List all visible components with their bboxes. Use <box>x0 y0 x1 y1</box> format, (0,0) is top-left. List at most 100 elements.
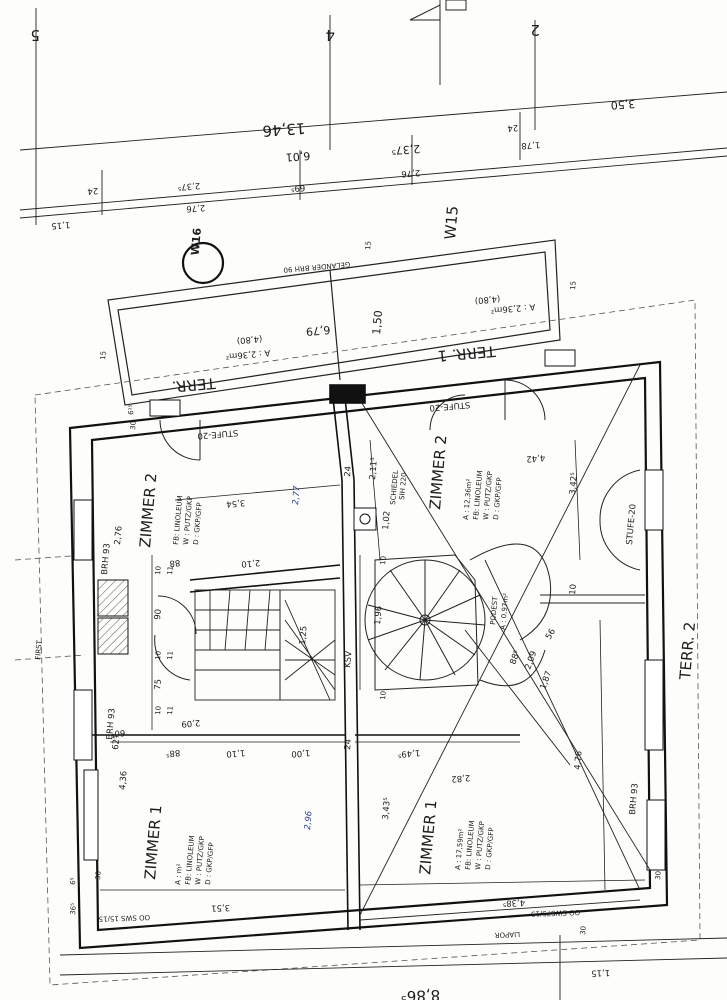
room-name: ZIMMER 2 <box>136 472 160 548</box>
axis-4: 4 <box>325 26 335 44</box>
svg-text:4,42: 4,42 <box>526 452 546 464</box>
svg-text:10: 10 <box>379 691 388 701</box>
room-zimmer2-right: ZIMMER 2 A : 12,36m² FB: LINOLEUM W : PU… <box>426 434 504 520</box>
svg-text:6,01: 6,01 <box>285 149 310 164</box>
svg-text:15: 15 <box>569 281 578 291</box>
bottom-total: 8,86⁵ <box>400 986 440 1000</box>
svg-text:2,09: 2,09 <box>181 717 201 729</box>
svg-text:6¹⁵: 6¹⁵ <box>127 404 136 415</box>
roof-outline <box>14 299 701 986</box>
svg-text:30: 30 <box>579 926 588 936</box>
svg-text:1,02: 1,02 <box>381 511 393 531</box>
axis-5: 5 <box>30 26 40 44</box>
room-name: ZIMMER 1 <box>416 799 440 875</box>
windows <box>73 349 666 871</box>
liapor-label: LIAPOR <box>494 930 520 939</box>
sws-right: OO SWS75/15 <box>531 908 580 918</box>
svg-text:75: 75 <box>153 679 164 691</box>
room-zimmer1-right: ZIMMER 1 A : 17,59m² FB: LINOLEUM W : PU… <box>416 799 496 875</box>
svg-text:4,76: 4,76 <box>573 751 585 771</box>
svg-text:6⁵: 6⁵ <box>69 877 78 885</box>
svg-text:A : 12,36m²: A : 12,36m² <box>462 478 474 520</box>
svg-text:A : 17,59m²: A : 17,59m² <box>454 828 466 870</box>
brh-left-1: BRH 93 <box>100 543 113 575</box>
straight-stair <box>194 589 336 701</box>
sws-left: OO SWS 15/15 <box>99 913 151 923</box>
bottom-dimension <box>59 935 727 1000</box>
svg-text:3,51: 3,51 <box>211 902 230 913</box>
svg-text:2,77: 2,77 <box>291 485 303 505</box>
svg-text:30: 30 <box>654 871 663 881</box>
svg-text:30: 30 <box>94 871 103 881</box>
axis-2: 2 <box>530 21 540 39</box>
svg-text:1,78: 1,78 <box>521 139 541 150</box>
terrace-left-labels: TERR. A : 2,36m² (4,80) 6,79 <box>171 323 331 396</box>
interior-walls <box>92 384 520 931</box>
svg-text:1,96: 1,96 <box>373 606 385 626</box>
svg-text:88: 88 <box>169 557 181 568</box>
svg-text:1,25: 1,25 <box>298 626 310 646</box>
svg-text:24: 24 <box>87 185 98 196</box>
svg-text:TERR.: TERR. <box>171 374 217 396</box>
svg-text:D : GKP/GFP: D : GKP/GFP <box>192 502 204 545</box>
building-walls <box>68 360 669 950</box>
svg-text:11: 11 <box>166 566 175 576</box>
svg-text:2,76: 2,76 <box>186 202 206 213</box>
svg-text:1,15: 1,15 <box>51 219 71 230</box>
svg-text:11: 11 <box>166 706 175 716</box>
svg-text:SCHIEDEL: SCHIEDEL <box>389 470 400 505</box>
svg-text:36⁵: 36⁵ <box>69 903 78 916</box>
svg-text:A : m²: A : m² <box>174 863 184 885</box>
stufe-right: STUFE-20 <box>429 399 471 413</box>
window-tag-w16: W16 <box>181 227 225 285</box>
svg-text:10: 10 <box>154 566 163 576</box>
svg-text:A : 2,36m²: A : 2,36m² <box>225 347 270 361</box>
terrace-right-labels: TERR. 1 A : 2,36m² (4,80) 1,50 <box>370 293 536 365</box>
brh-right: BRH 93 <box>628 783 641 815</box>
svg-text:15: 15 <box>99 351 108 361</box>
svg-text:56: 56 <box>544 627 558 641</box>
svg-text:10: 10 <box>568 584 579 596</box>
railing-label: GELÄNDER BRH 90 <box>283 260 350 275</box>
svg-text:15: 15 <box>364 241 373 251</box>
svg-text:11: 11 <box>166 651 175 661</box>
svg-text:W16: W16 <box>189 227 204 256</box>
svg-text:D : GKP/GFP: D : GKP/GFP <box>204 842 216 885</box>
bottom-115: 1,15 <box>591 967 610 978</box>
svg-text:(4,80): (4,80) <box>236 333 262 345</box>
top-dimension-labels: 13,46 3,50 6,01 2,37⁵ 24 1,78 2,76 2,76 … <box>51 97 636 230</box>
svg-text:2,37⁵: 2,37⁵ <box>178 180 201 192</box>
stufe-east: STUFE-20 <box>625 504 639 546</box>
svg-text:6,79: 6,79 <box>305 323 331 338</box>
svg-text:3,43⁵: 3,43⁵ <box>381 797 393 820</box>
svg-text:69⁵: 69⁵ <box>291 182 306 193</box>
schiedel-label: SCHIEDEL SIH 220 <box>389 470 408 505</box>
room-zimmer1-left: ZIMMER 1 A : m² FB: LINOLEUM W : PUTZ/GK… <box>141 804 216 885</box>
svg-text:30: 30 <box>129 421 138 431</box>
svg-text:2,76: 2,76 <box>113 526 125 546</box>
svg-text:62⁵: 62⁵ <box>111 735 122 750</box>
inner-dimension-lines <box>100 439 646 891</box>
svg-text:24: 24 <box>343 466 354 478</box>
svg-text:3,42⁵: 3,42⁵ <box>568 472 580 495</box>
first-label: FIRST <box>34 639 44 660</box>
svg-text:2,11⁵: 2,11⁵ <box>368 457 380 480</box>
svg-text:SIH 220: SIH 220 <box>398 472 408 500</box>
svg-text:3,50: 3,50 <box>610 97 635 112</box>
svg-text:2,96: 2,96 <box>303 810 315 830</box>
svg-text:24: 24 <box>343 739 354 751</box>
svg-text:13,46: 13,46 <box>262 119 306 140</box>
svg-text:A : 2,36m²: A : 2,36m² <box>490 301 535 315</box>
svg-text:1,00: 1,00 <box>291 747 311 759</box>
top-dimension-lines <box>19 0 727 225</box>
svg-text:10: 10 <box>379 556 388 566</box>
axis-markers: 5 4 2 <box>30 0 540 44</box>
room-name: ZIMMER 1 <box>141 804 165 880</box>
svg-text:10: 10 <box>154 706 163 716</box>
svg-text:1,50: 1,50 <box>370 310 385 336</box>
room-zimmer2-left: ZIMMER 2 FB: LINOLEUM W : PUTZ/GKP D : G… <box>136 472 204 548</box>
svg-text:10: 10 <box>154 651 163 661</box>
svg-text:TERR. 1: TERR. 1 <box>437 342 497 365</box>
svg-text:4,38⁵: 4,38⁵ <box>503 897 526 908</box>
